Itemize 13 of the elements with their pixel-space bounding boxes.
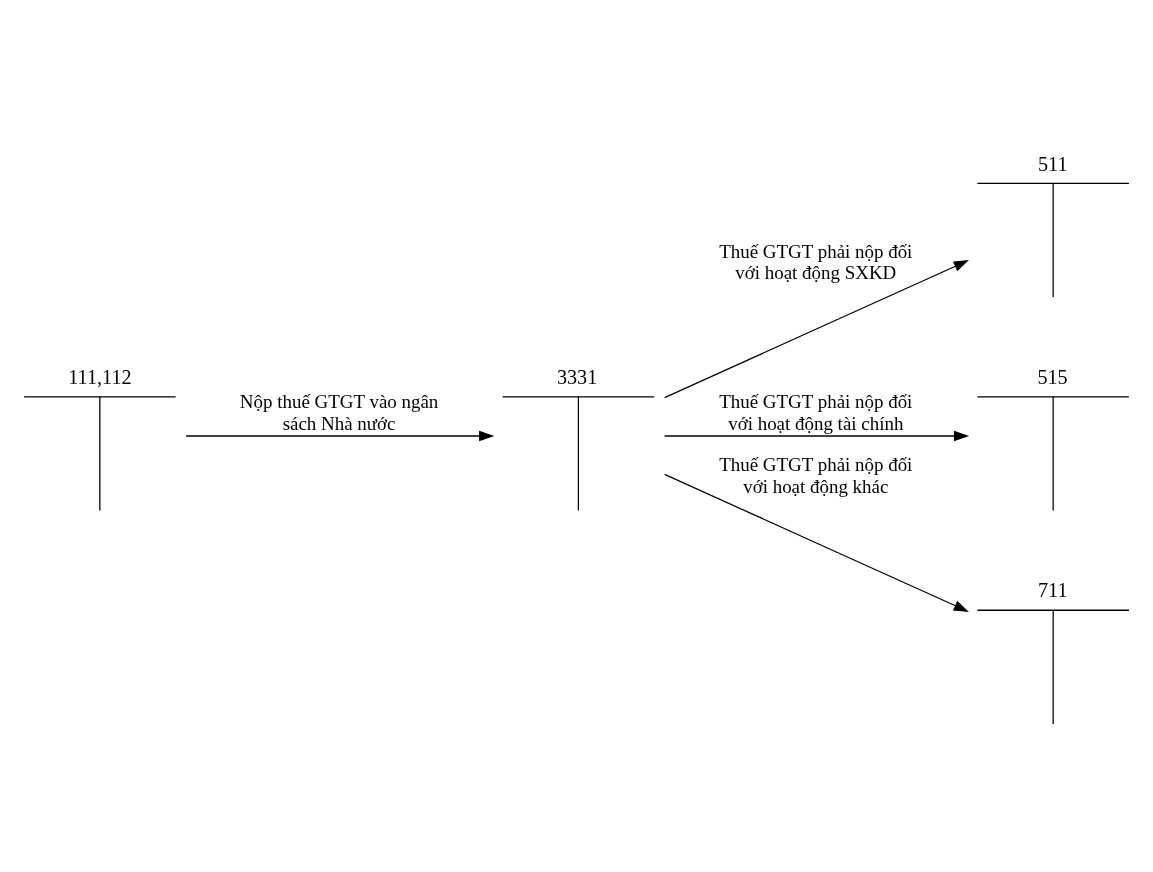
node-text: 515 bbox=[1037, 365, 1068, 388]
edge-label: Thuế GTGT phải nộp đối với hoạt động khác bbox=[719, 454, 913, 497]
node-text: 711 bbox=[1038, 579, 1068, 602]
node-text: 111,112 bbox=[68, 365, 132, 388]
arrow bbox=[664, 473, 969, 612]
node-text: 3331 bbox=[556, 365, 598, 388]
edge-label: Thuế GTGT phải nộp đối với hoạt động SXKD bbox=[719, 240, 913, 284]
node-text: 511 bbox=[1038, 152, 1068, 175]
arrow bbox=[664, 430, 970, 442]
arrow bbox=[664, 260, 969, 399]
arrow bbox=[185, 430, 495, 442]
edge-label: Nộp thuế GTGT vào ngân sách Nhà nước bbox=[239, 391, 439, 434]
edge-label: Thuế GTGT phải nộp đối với hoạt động tài chính bbox=[719, 391, 913, 434]
